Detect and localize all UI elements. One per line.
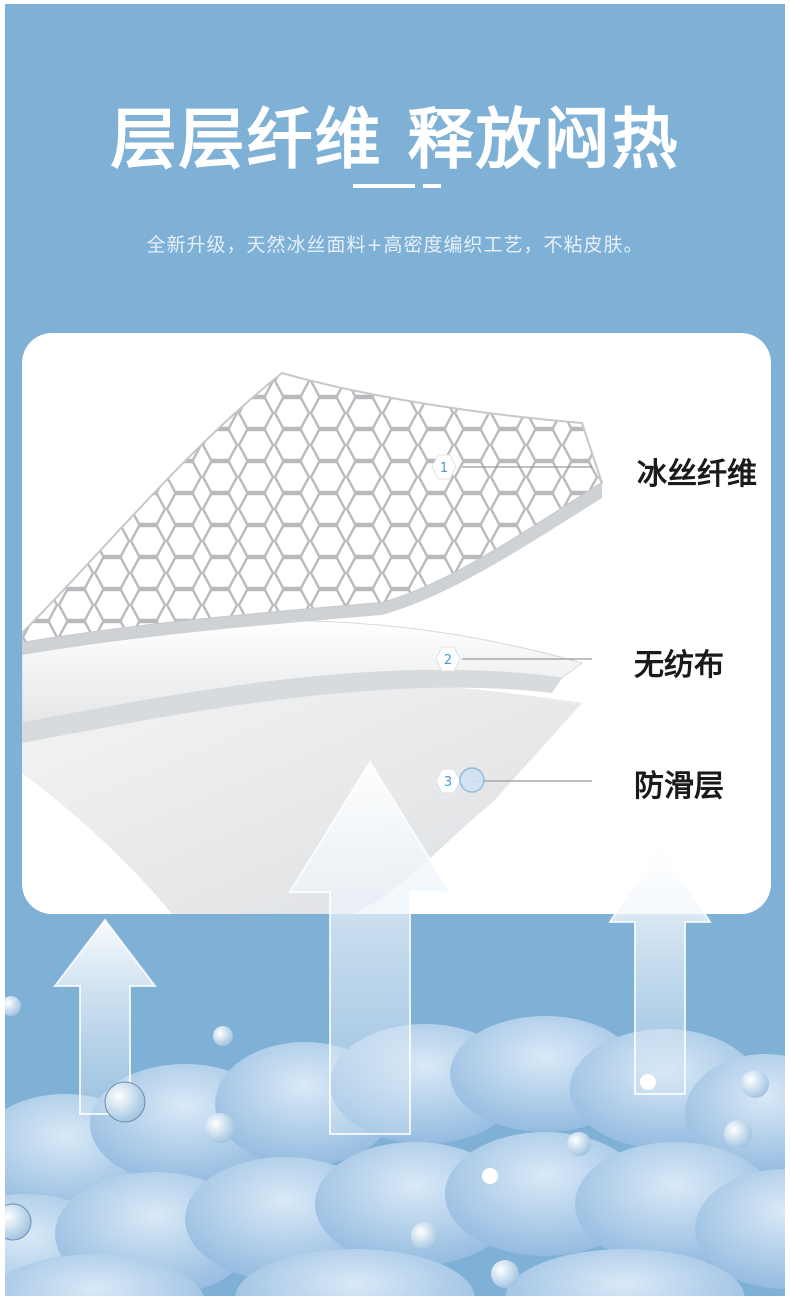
breathable-arrow-icon (52, 918, 158, 1115)
title-divider-short (423, 184, 441, 188)
layer-illustration-card: 1 2 3 冰丝纤维 无纺布 防滑层 (22, 333, 771, 914)
layer-label-non-woven: 无纺布 (634, 648, 724, 683)
layer-number-2: 2 (444, 653, 452, 668)
title-divider-long (353, 184, 415, 188)
layer-label-anti-slip: 防滑层 (634, 769, 724, 804)
layer-number-1: 1 (440, 461, 448, 476)
fabric-layers-illustration: 1 2 3 (22, 371, 604, 914)
layer-badge-1: 1 (431, 454, 592, 480)
layer-number-3: 3 (444, 775, 452, 790)
page-title: 层层纤维 释放闷热 (110, 101, 680, 178)
ice-silk-mesh-layer (22, 371, 604, 645)
woven-fibers (5, 1016, 785, 1296)
layer-badge-2: 2 (435, 646, 592, 672)
product-detail-panel: 层层纤维 释放闷热 全新升级，天然冰丝面料+高密度编织工艺，不粘皮肤。 (5, 4, 785, 1296)
page-subtitle: 全新升级，天然冰丝面料+高密度编织工艺，不粘皮肤。 (146, 234, 644, 256)
water-droplets (5, 996, 769, 1288)
layer-label-ice-silk: 冰丝纤维 (637, 457, 757, 492)
